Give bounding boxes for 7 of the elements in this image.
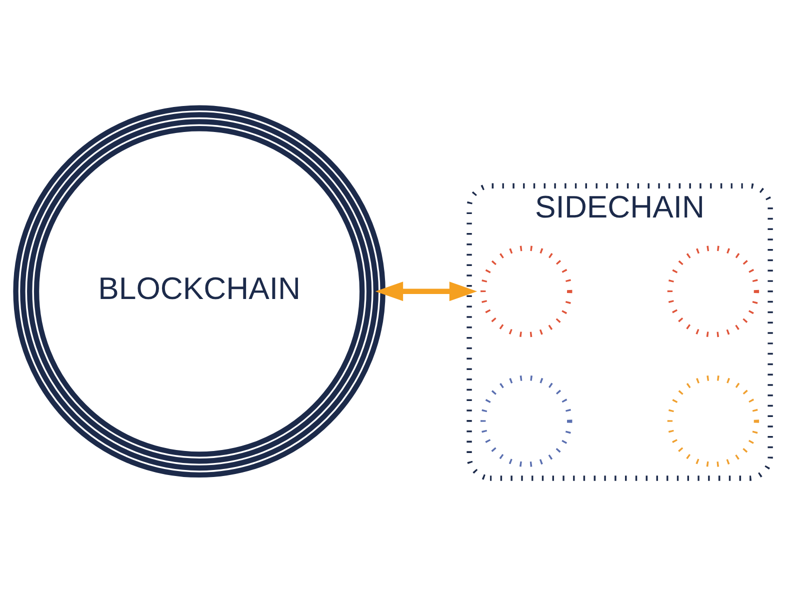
node-circle: BLOCKCHAIN bbox=[13, 105, 386, 478]
node-circle bbox=[480, 246, 572, 338]
node-circle bbox=[667, 246, 760, 338]
cluster: SIDECHAIN bbox=[466, 183, 773, 481]
node-circle bbox=[667, 375, 760, 467]
node-circle bbox=[480, 375, 572, 467]
arrow bbox=[375, 282, 478, 302]
